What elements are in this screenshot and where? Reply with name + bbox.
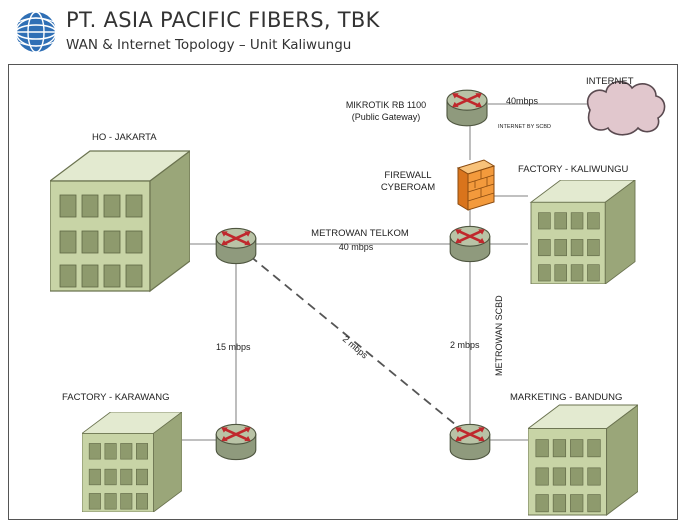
label-karawang-speed: 15 mbps (216, 342, 251, 352)
building-ho-jakarta (50, 150, 190, 292)
label-factory-karawang: FACTORY - KARAWANG (62, 392, 170, 403)
router-bandung-icon (448, 423, 492, 461)
router-jakarta-icon (214, 227, 258, 265)
label-internet-provider: INTERNET BY SCBD (498, 124, 551, 130)
company-title: PT. ASIA PACIFIC FIBERS, TBK (66, 8, 380, 32)
link-diagonal-dashed (249, 255, 463, 431)
diagram-frame (8, 64, 678, 520)
label-diagonal-speed: 2 mbps (341, 334, 370, 361)
router-kaliwungu-icon (448, 225, 492, 263)
router-mikrotik-gateway-icon (445, 88, 489, 128)
label-metrowan-telkom-speed: 40 mbps (339, 242, 374, 252)
label-marketing-bandung: MARKETING - BANDUNG (510, 392, 622, 403)
internet-cloud-icon (586, 80, 666, 136)
label-metrowan-scbd: METROWAN SCBD (494, 295, 504, 376)
globe-logo-icon (15, 11, 57, 53)
firewall-icon (456, 159, 496, 211)
label-gateway-role: (Public Gateway) (352, 112, 421, 122)
label-firewall-brand: CYBEROAM (381, 182, 435, 193)
building-factory-kaliwungu (530, 180, 636, 284)
label-internet-speed: 40mbps (506, 96, 539, 106)
building-marketing-bandung (528, 404, 638, 516)
label-internet: INTERNET (586, 76, 634, 87)
label-ho-jakarta: HO - JAKARTA (92, 132, 157, 143)
label-firewall: FIREWALL (384, 170, 431, 181)
header: PT. ASIA PACIFIC FIBERS, TBK WAN & Inter… (0, 0, 686, 62)
label-factory-kaliwungu: FACTORY - KALIWUNGU (518, 164, 628, 175)
page-subtitle: WAN & Internet Topology – Unit Kaliwungu (66, 37, 352, 53)
label-scbd-speed: 2 mbps (450, 340, 480, 350)
router-karawang-icon (214, 423, 258, 461)
building-factory-karawang (82, 412, 182, 512)
label-gateway-model: MIKROTIK RB 1100 (346, 100, 426, 110)
label-metrowan-telkom: METROWAN TELKOM (311, 228, 409, 239)
